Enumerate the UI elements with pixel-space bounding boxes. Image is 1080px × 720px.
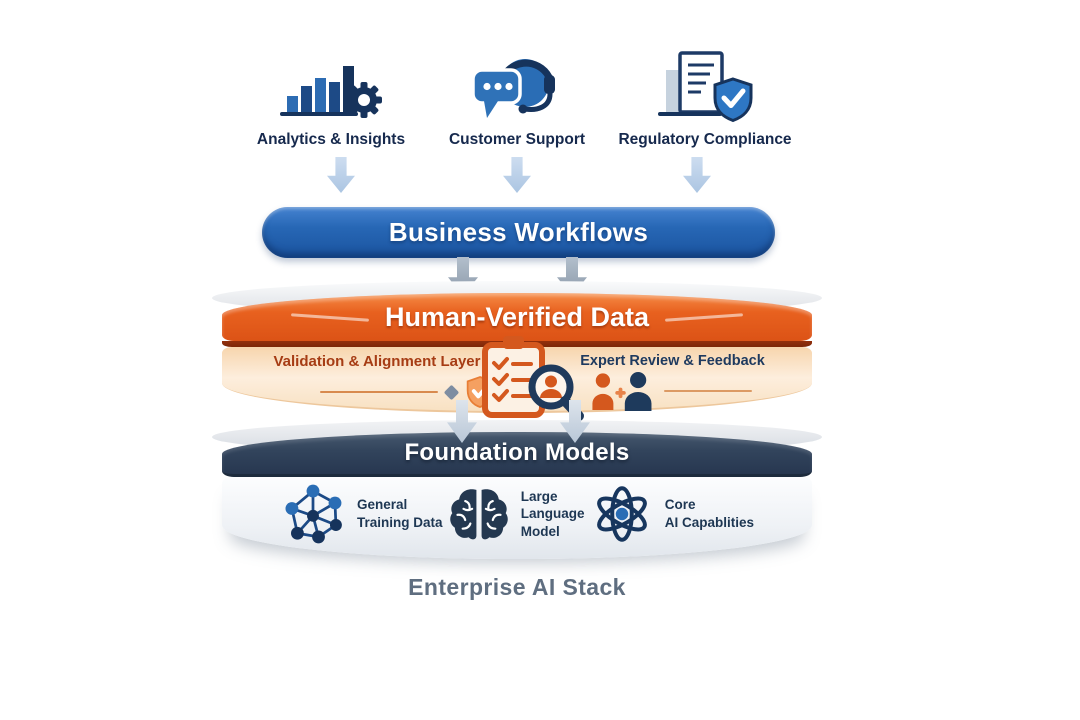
foundation-models-layer: Foundation Models: [222, 432, 812, 559]
business-workflows-title: Business Workflows: [388, 217, 649, 247]
foundation-models-title: Foundation Models: [404, 439, 630, 466]
divider-line: [664, 390, 752, 392]
diagram-caption: Enterprise AI Stack: [408, 574, 626, 600]
fm-item-core-ai-capabilities: Core AI Capablities: [590, 482, 754, 546]
network-icon: [285, 484, 342, 544]
source-label-regulatory-compliance: Regulatory Compliance: [618, 131, 792, 148]
diamond-icon: [443, 384, 460, 400]
validation-alignment-label: Validation & Alignment Layer: [273, 353, 481, 370]
fm-band: Foundation Models: [222, 432, 812, 477]
flourish-line: [290, 312, 369, 322]
analytics-icon: [275, 46, 387, 124]
arrow-down-icon: [683, 157, 711, 193]
divider-line: [320, 391, 438, 393]
regulatory-compliance-icon: [653, 46, 757, 124]
source-customer-support: Customer Support: [437, 46, 597, 149]
business-workflows-layer: Business Workflows: [262, 207, 775, 258]
source-analytics: Analytics & Insights: [251, 46, 411, 149]
fm-item-label: Core AI Capablities: [664, 497, 754, 530]
hvd-band: Human-Verified Data: [222, 293, 812, 341]
customer-support-icon: [467, 46, 567, 124]
fm-body: General Training Data Large: [222, 477, 812, 559]
hvd-body: Validation & Alignment Layer: [222, 336, 812, 421]
fm-item-label: Large Language Model: [520, 488, 585, 539]
source-regulatory-compliance: Regulatory Compliance: [617, 46, 793, 149]
expert-review-block: Expert Review & Feedback: [570, 353, 775, 411]
arrow-down-icon: [503, 157, 531, 193]
source-label-analytics: Analytics & Insights: [256, 131, 406, 148]
flourish-line: [665, 312, 744, 322]
human-verified-data-title: Human-Verified Data: [384, 301, 650, 332]
expert-review-label: Expert Review & Feedback: [580, 353, 765, 369]
fm-item-large-language-model: Large Language Model: [448, 484, 585, 544]
human-verified-data-layer: Human-Verified Data Validation & Alignme…: [222, 293, 812, 421]
reviewers-icon: [592, 371, 652, 411]
fm-item-label: General Training Data: [357, 497, 443, 530]
source-label-customer-support: Customer Support: [448, 131, 586, 148]
fm-item-general-training-data: General Training Data: [280, 481, 443, 547]
brain-icon: [449, 489, 508, 540]
arrow-down-icon: [327, 157, 355, 193]
atom-icon: [596, 486, 647, 542]
